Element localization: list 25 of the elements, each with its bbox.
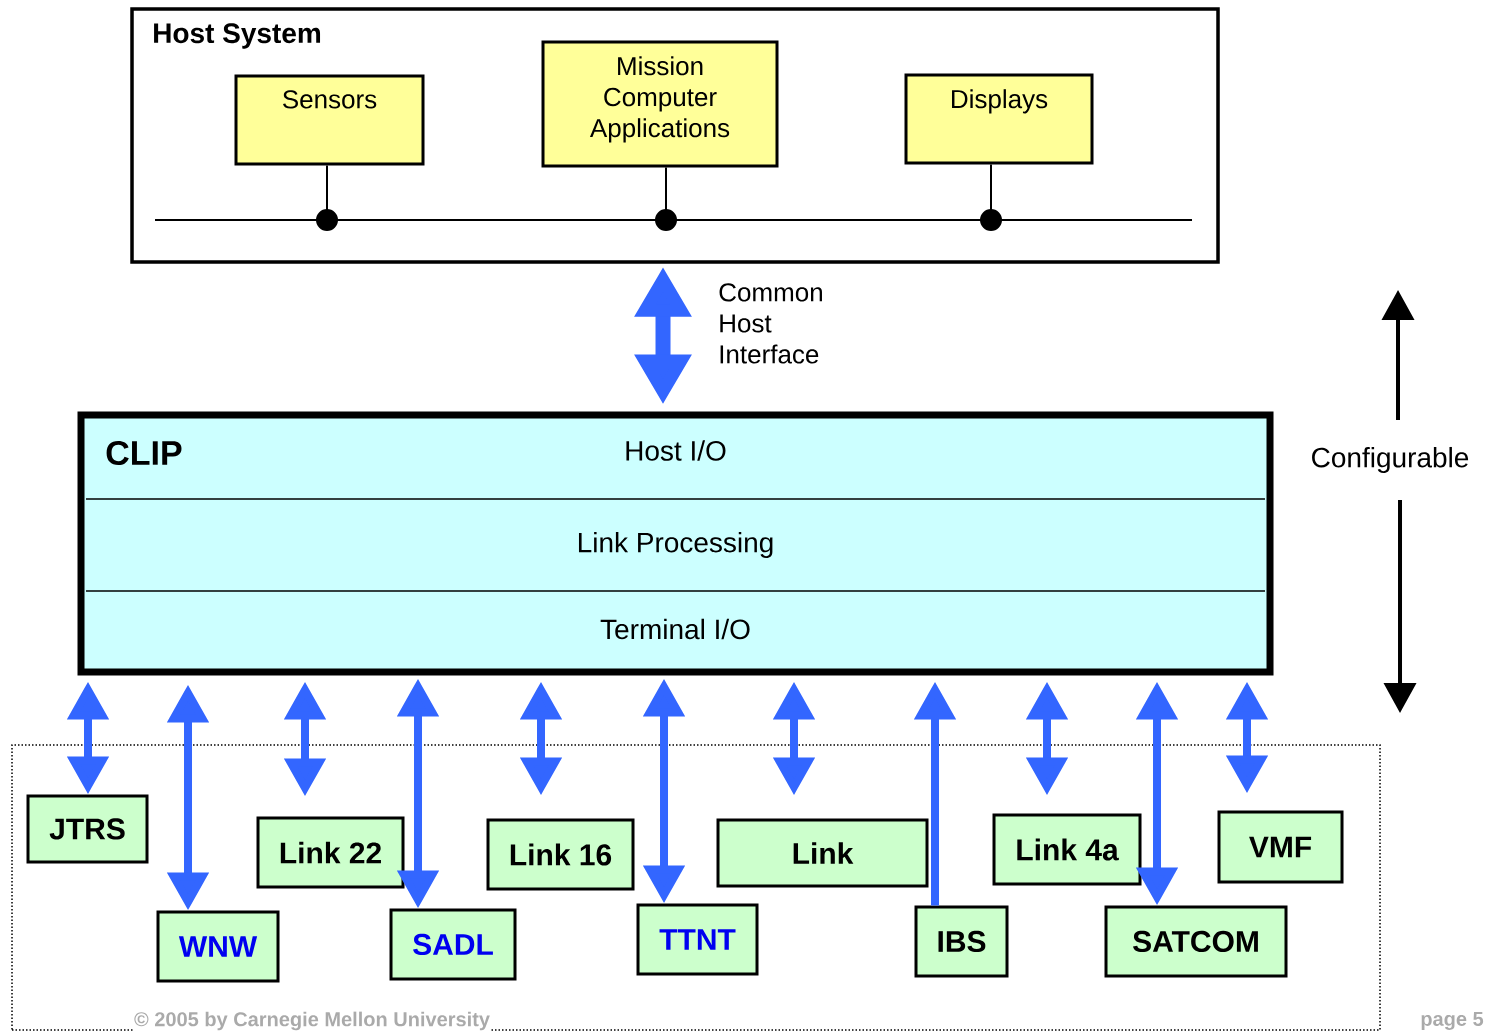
copyright-note: © 2005 by Carnegie Mellon University: [133, 1010, 491, 1032]
terminal-box: Link 16: [486, 818, 635, 891]
terminal-box: SADL: [389, 908, 517, 981]
terminal-box: IBS: [914, 905, 1009, 978]
terminal-box: WNW: [156, 910, 280, 983]
bus-connector: [655, 166, 677, 231]
component-box: Displays: [904, 73, 1094, 165]
page-number: page 5: [1419, 1011, 1485, 1031]
component-box: Mission Computer Applications: [541, 40, 779, 168]
bus-connector: [316, 164, 338, 231]
edge-label: Common Host Interface: [719, 283, 822, 364]
terminal-box: Link: [716, 818, 929, 888]
terminal-box: TTNT: [636, 903, 759, 976]
layer-row: Host I/O: [626, 440, 726, 461]
dotted-region: [11, 744, 1381, 1031]
terminal-box: Link 22: [256, 816, 405, 889]
terminal-box: Link 4a: [992, 813, 1142, 886]
layer-row: Terminal I/O: [85, 590, 1266, 640]
terminal-box: JTRS: [26, 794, 149, 864]
layer-row: Link Processing: [85, 498, 1266, 559]
component-box: Sensors: [234, 74, 425, 166]
bus-connector: [980, 163, 1002, 231]
terminal-box: SATCOM: [1104, 905, 1288, 978]
direction-label: Configurable: [1309, 445, 1471, 475]
terminal-box: VMF: [1217, 810, 1344, 884]
